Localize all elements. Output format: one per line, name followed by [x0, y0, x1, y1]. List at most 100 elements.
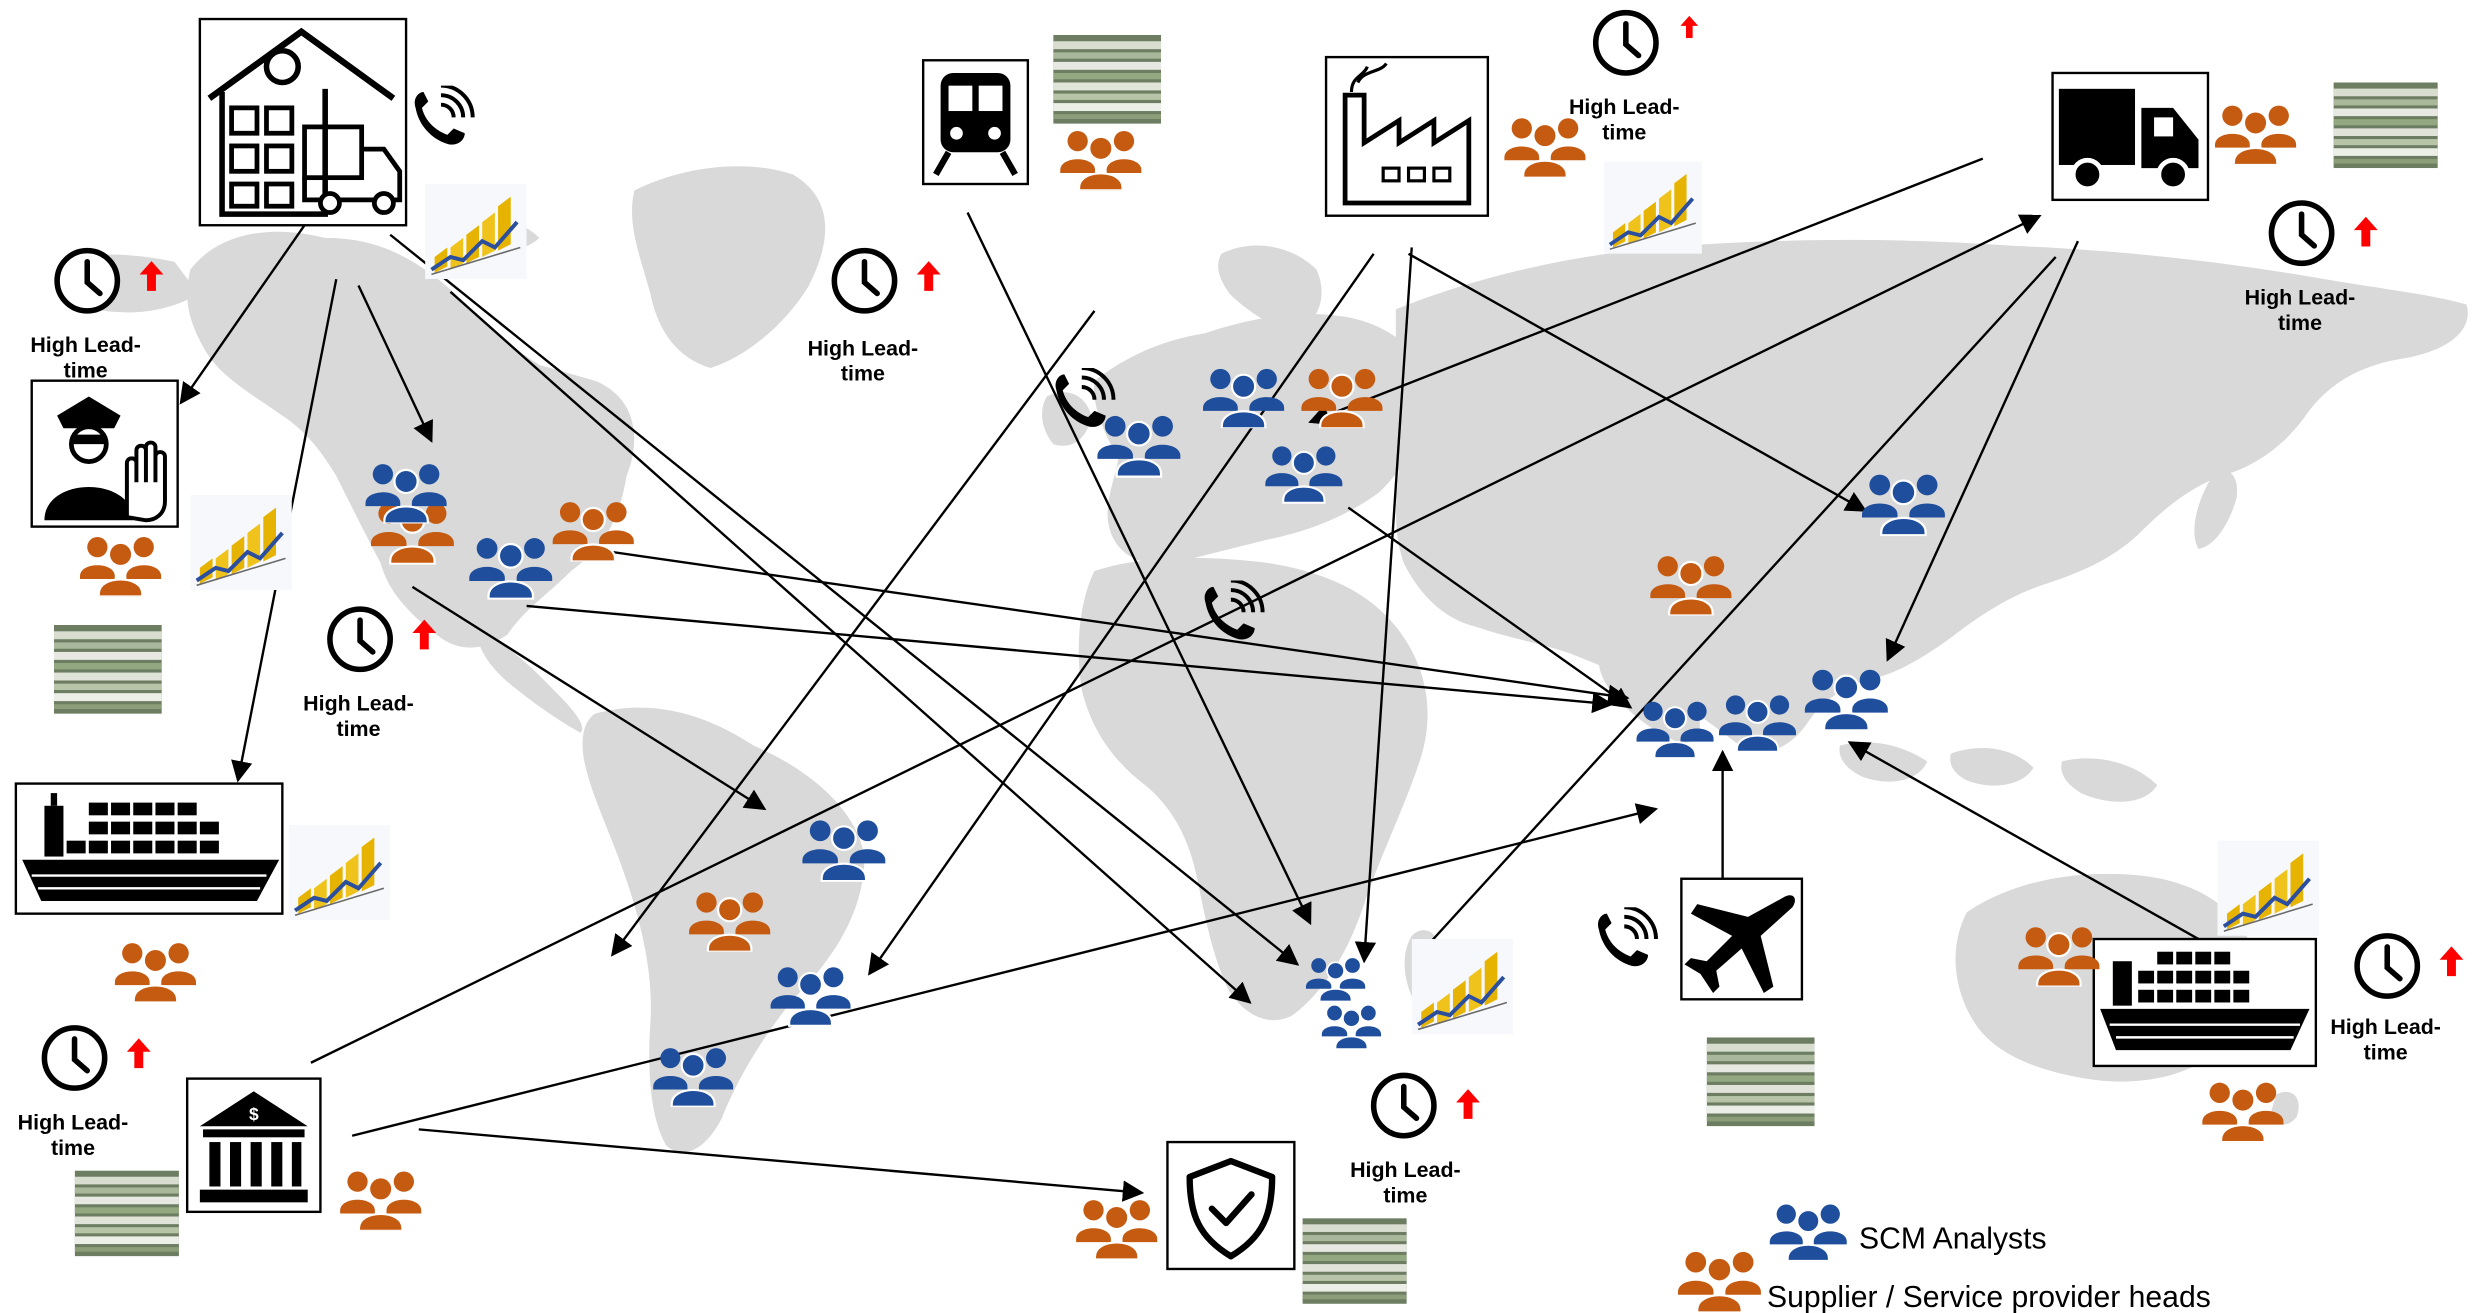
lead-time-label-line2: time — [2364, 1041, 2408, 1065]
bank-icon: $ — [185, 1077, 322, 1214]
lead-time-label-line1: High Lead- — [18, 1110, 129, 1134]
lead-time-label-line2: time — [841, 362, 885, 386]
flow-arrow — [179, 224, 306, 405]
people-group-icon — [1803, 668, 1889, 732]
flow-arrow — [526, 604, 1614, 714]
people-group-icon — [1635, 700, 1715, 760]
flow-arrow — [966, 212, 1312, 926]
rising-chart-icon — [1411, 939, 1514, 1035]
people-group-icon — [1075, 1198, 1159, 1260]
lead-time-label-line2: time — [1383, 1183, 1427, 1207]
flow-arrow — [1407, 252, 1868, 512]
lead-time-alert: High Lead- time — [2330, 936, 2464, 1065]
cargo-ship-icon — [14, 782, 284, 915]
flow-arrow — [1354, 247, 1413, 964]
flow-arrow — [1308, 157, 1984, 425]
stacked-documents-icon — [1302, 1218, 1407, 1304]
people-group-icon — [1059, 129, 1143, 191]
rising-chart-icon — [1602, 161, 1704, 254]
flow-arrow — [1847, 741, 2200, 941]
airplane-icon — [1680, 877, 1804, 1001]
red-up-arrow-icon — [2353, 216, 2378, 247]
lead-time-alert: High Lead- time — [1350, 1075, 1480, 1207]
flow-arrow — [1426, 256, 2057, 947]
flow-arrow — [357, 285, 433, 443]
factory-icon — [1324, 55, 1490, 217]
flow-arrow — [351, 803, 1659, 1137]
lead-time-label-line2: time — [2278, 311, 2322, 335]
stacked-documents-icon — [1053, 34, 1162, 124]
stacked-documents-icon — [1706, 1037, 1815, 1127]
people-group-icon — [1305, 957, 1367, 1003]
lead-time-label-line1: High Lead- — [808, 336, 919, 360]
lead-time-alert: High Lead- time — [30, 251, 164, 383]
people-group-icon — [769, 966, 852, 1027]
lead-time-label-line2: time — [64, 359, 108, 383]
people-group-icon — [1321, 1004, 1382, 1050]
lead-time-label-line2: time — [51, 1136, 95, 1160]
lead-time-alert: High Lead- time — [18, 1028, 151, 1160]
lead-time-alert: High Lead- time — [1569, 13, 1699, 145]
phone-icon — [412, 85, 475, 147]
train-icon — [921, 59, 1030, 186]
clock-icon — [44, 1028, 104, 1088]
people-group-icon — [78, 535, 163, 597]
red-up-arrow-icon — [1456, 1089, 1480, 1119]
customs-officer-icon — [30, 379, 179, 528]
people-group-icon — [339, 1170, 423, 1231]
red-up-arrow-icon — [2439, 946, 2464, 977]
lead-time-label-line1: High Lead- — [1569, 95, 1680, 119]
clock-icon — [57, 251, 117, 311]
rising-chart-icon — [425, 183, 527, 280]
truck-icon — [2051, 71, 2210, 202]
clock-icon — [2357, 936, 2417, 996]
flow-arrow — [418, 1128, 1145, 1202]
lead-time-alert: High Lead- time — [2245, 203, 2378, 335]
stacked-documents-icon — [74, 1170, 179, 1257]
phone-icon — [1596, 907, 1658, 969]
red-up-arrow-icon — [1680, 15, 1699, 39]
lead-time-label-line1: High Lead- — [30, 333, 141, 357]
clock-icon — [330, 609, 390, 669]
flow-arrow — [612, 550, 1630, 706]
rising-chart-icon — [190, 494, 292, 591]
legend-supplier-icon — [1676, 1250, 1763, 1313]
flow-arrow — [1885, 240, 2080, 662]
stacked-documents-icon — [2333, 82, 2438, 169]
lead-time-label-line2: time — [336, 717, 380, 741]
lead-time-label-line1: High Lead- — [2245, 286, 2356, 310]
warehouse-icon — [198, 17, 408, 227]
flow-arrow — [389, 233, 1300, 966]
clock-icon — [1596, 13, 1656, 73]
clock-icon — [2271, 203, 2331, 263]
flow-arrow — [449, 290, 1252, 1004]
flow-arrow — [868, 253, 1375, 976]
lead-time-label-line1: High Lead- — [2330, 1015, 2441, 1039]
people-group-icon — [2201, 1081, 2285, 1143]
stacked-documents-icon — [53, 624, 162, 714]
legend-suppliers-label: Supplier / Service provider heads — [1767, 1281, 2211, 1313]
lead-time-alert: High Lead- time — [303, 609, 437, 741]
lead-time-alert: High Lead- time — [808, 251, 941, 386]
rising-chart-icon — [2217, 840, 2320, 936]
lead-time-label-line1: High Lead- — [1350, 1158, 1461, 1182]
flow-arrow — [610, 310, 1096, 957]
legend: SCM Analysts Supplier / Service provider… — [1676, 1203, 2211, 1313]
flow-arrow — [310, 214, 2042, 1064]
svg-text:$: $ — [249, 1104, 259, 1124]
lead-time-label-line1: High Lead- — [303, 692, 414, 716]
clock-icon — [834, 251, 894, 311]
lead-time-label-line2: time — [1602, 121, 1646, 145]
clock-icon — [1374, 1075, 1434, 1135]
people-group-icon — [113, 941, 198, 1003]
cargo-ship-icon — [2092, 937, 2318, 1068]
security-shield-icon — [1166, 1140, 1296, 1271]
people-group-icon — [1503, 117, 1587, 178]
red-up-arrow-icon — [916, 261, 941, 291]
legend-analysts-label: SCM Analysts — [1859, 1222, 2047, 1255]
red-up-arrow-icon — [126, 1038, 151, 1069]
legend-analyst-icon — [1768, 1203, 1848, 1263]
rising-chart-icon — [288, 824, 391, 920]
